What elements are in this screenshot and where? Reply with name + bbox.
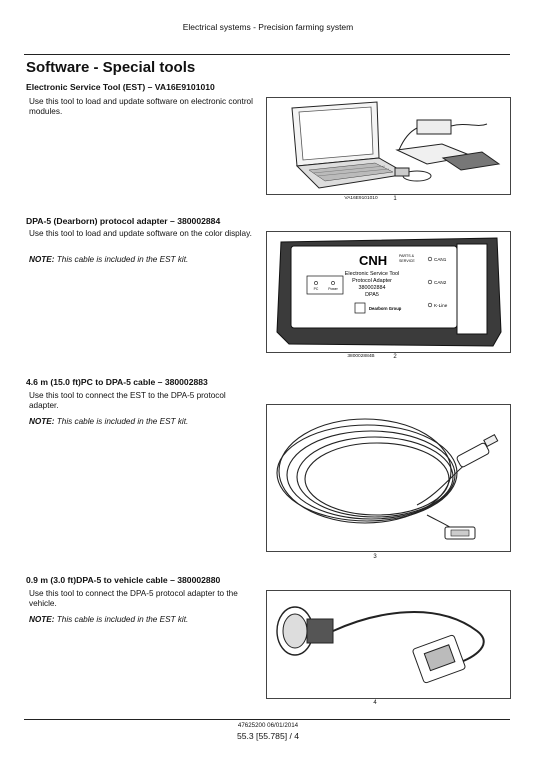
page-title: Software - Special tools [26, 59, 196, 76]
adapter-maker: Dearborn Group [369, 306, 402, 311]
led-pc-icon [314, 281, 318, 285]
tool-description-dpa5: Use this tool to load and update softwar… [29, 229, 252, 238]
led-can1-label: CAN1 [434, 257, 447, 262]
led-kline-label: K-Line [434, 303, 448, 308]
tool-title-est: Electronic Service Tool (EST) – VA16E910… [26, 82, 215, 92]
footer-rule [24, 719, 510, 720]
tool-note-dpa5: NOTE: This cable is included in the EST … [29, 255, 254, 264]
figure-number-4: 4 [373, 700, 377, 706]
coiled-cable-illustration [276, 418, 499, 540]
adapter-brand-sub1: PARTS & [399, 254, 415, 258]
note-label: NOTE: [29, 615, 55, 624]
figure-vehicle-cable [266, 590, 511, 699]
figure-caption-dpa5: 380002884B [347, 354, 375, 359]
adapter-brand: CNH [359, 253, 387, 268]
note-label: NOTE: [29, 417, 55, 426]
note-label: NOTE: [29, 255, 55, 264]
figure-est-laptop [266, 97, 511, 195]
adapter-line2: Protocol Adapter [352, 278, 392, 284]
led-power-icon [331, 281, 335, 285]
led-kline-icon [427, 302, 433, 308]
adapter-line4: DPA5 [365, 292, 379, 298]
laptop-illustration [291, 101, 501, 189]
tool-description-pc-cable: Use this tool to connect the EST to the … [29, 391, 226, 411]
tool-description-vehicle-cable: Use this tool to connect the DPA-5 proto… [29, 589, 238, 609]
led-can2-icon [427, 279, 433, 285]
figure-number-1: 1 [393, 196, 397, 202]
led-power-label: Power [328, 287, 338, 291]
adapter-line1: Electronic Service Tool [345, 271, 399, 277]
footer-page-ref: 55.3 [55.785] / 4 [236, 731, 300, 741]
adapter-illustration: CNH PARTS & SERVICE Electronic Service T… [276, 237, 502, 347]
figure-number-2: 2 [393, 354, 397, 360]
tool-title-pc-cable: 4.6 m (15.0 ft)PC to DPA-5 cable – 38000… [26, 377, 208, 387]
figure-caption-est: VA16E9101010 [344, 196, 378, 201]
figure-dpa5-adapter: CNH PARTS & SERVICE Electronic Service T… [266, 231, 511, 353]
tool-note-vehicle-cable: NOTE: This cable is included in the EST … [29, 615, 254, 624]
tool-title-dpa5: DPA-5 (Dearborn) protocol adapter – 3800… [26, 216, 221, 226]
header-rule [24, 54, 510, 55]
note-text: This cable is included in the EST kit. [56, 417, 189, 426]
adapter-line3: 380002884 [359, 285, 386, 291]
led-can2-label: CAN2 [434, 280, 447, 285]
footer-doc-date: 47625200 06/01/2014 [237, 722, 299, 729]
vehicle-cable-illustration [276, 606, 485, 684]
running-header: Electrical systems - Precision farming s… [182, 22, 354, 32]
figure-number-3: 3 [373, 554, 377, 560]
adapter-brand-sub2: SERVICE [399, 259, 415, 263]
note-text: This cable is included in the EST kit. [56, 255, 189, 264]
tool-note-pc-cable: NOTE: This cable is included in the EST … [29, 417, 254, 426]
tool-title-vehicle-cable: 0.9 m (3.0 ft)DPA-5 to vehicle cable – 3… [26, 575, 221, 585]
note-text: This cable is included in the EST kit. [56, 615, 189, 624]
led-pc-label: PC [314, 287, 319, 291]
figure-pc-cable [266, 404, 511, 552]
tool-description-est: Use this tool to load and update softwar… [29, 97, 253, 117]
led-can1-icon [427, 256, 433, 262]
